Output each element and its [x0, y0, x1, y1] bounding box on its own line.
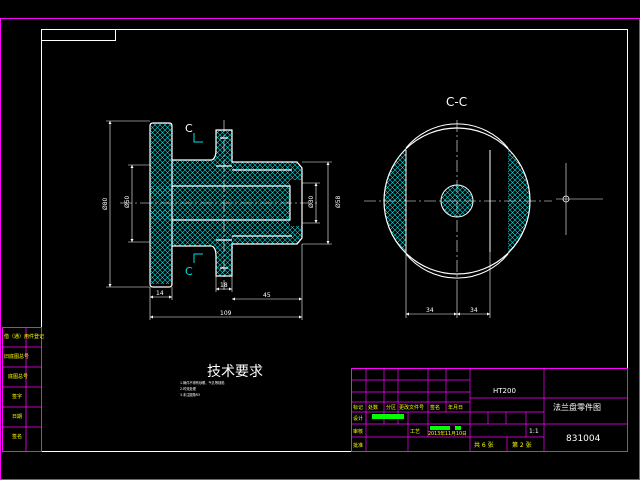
cut-label-top: C: [185, 122, 193, 135]
corner-code-box: [41, 29, 116, 41]
tech-req-line-2: 2.时效处理: [180, 386, 197, 391]
tb-label-date: 年月日: [448, 404, 463, 411]
tb-date-text: 2013年11月10日: [428, 430, 467, 437]
tech-req-line-1: 1.铸件不得有砂眼、气孔等缺陷: [180, 380, 224, 385]
tech-req-title: 技术要求: [207, 364, 263, 380]
left-strip-cell-5: 日期: [12, 414, 22, 420]
tb-drawing-no: 831004: [566, 434, 601, 444]
tech-requirements: 技术要求 1.铸件不得有砂眼、气孔等缺陷 2.时效处理 3.未注圆角R3: [180, 364, 263, 397]
dim-step: 18: [220, 282, 228, 289]
tb-label-design: 设计: [353, 415, 363, 422]
cut-label-bottom: C: [185, 265, 193, 278]
left-strip-cell-2: 旧底图总号: [4, 353, 29, 360]
tb-sign-bar-3: [455, 426, 461, 430]
cut-marker-bottom: [193, 253, 203, 263]
tb-label-approve: 批准: [353, 442, 363, 449]
tb-sheet-num: 第 2 张: [512, 441, 532, 449]
section-hatch-upper: [150, 123, 302, 196]
dim-bore-right: Ø30: [308, 195, 315, 208]
dim-boss-length: 45: [263, 292, 271, 299]
left-strip-cell-1: 借（通）用件登记: [4, 333, 44, 340]
end-dim-right: 34: [470, 307, 478, 314]
tb-part-name: 法兰盘零件图: [553, 402, 601, 412]
cut-marker-top: [193, 133, 203, 143]
left-strip-cell-6: 签名: [12, 433, 22, 440]
section-hatch-lower: [150, 210, 302, 284]
tb-label-mark: 标记: [353, 404, 363, 411]
left-strip: 借（通）用件登记 旧底图总号 底图总号 签字 日期 签名: [2, 327, 44, 452]
dim-boss-outer: Ø58: [335, 195, 342, 208]
tb-label-count: 处数: [368, 404, 378, 411]
tb-label-process: 工艺: [410, 429, 420, 435]
left-strip-cell-4: 签字: [12, 393, 22, 400]
tb-label-zone: 分区: [386, 404, 396, 411]
tb-scale: 1:1: [529, 428, 539, 435]
title-block: 标记 处数 分区 更改文件号 签名 年月日 设计 审核 工艺 批准 2013年1…: [351, 368, 628, 452]
left-strip-cell-3: 底图总号: [8, 373, 28, 380]
tb-sign-bar-1: [372, 414, 404, 419]
tb-sign-bar-2: [430, 426, 450, 430]
tb-sheet-total: 共 6 张: [474, 441, 494, 449]
end-dim-left: 34: [426, 307, 434, 314]
tb-label-check: 审核: [353, 428, 363, 435]
dim-flange-width: 14: [156, 290, 164, 297]
dim-overall-length: 109: [220, 310, 232, 317]
end-view: C-C 34 34: [364, 95, 603, 318]
end-view-title: C-C: [446, 95, 467, 109]
tb-label-sign: 签名: [430, 404, 440, 411]
tb-material: HT200: [493, 387, 516, 395]
inner-frame: [41, 29, 628, 452]
section-view: C C Ø80 Ø50 Ø30 Ø58 14 18 45: [102, 120, 342, 320]
dim-flange-inner: Ø50: [124, 195, 131, 208]
tech-req-line-3: 3.未注圆角R3: [180, 392, 200, 397]
dim-overall-height: Ø80: [102, 197, 109, 210]
tb-label-change: 更改文件号: [399, 404, 424, 411]
